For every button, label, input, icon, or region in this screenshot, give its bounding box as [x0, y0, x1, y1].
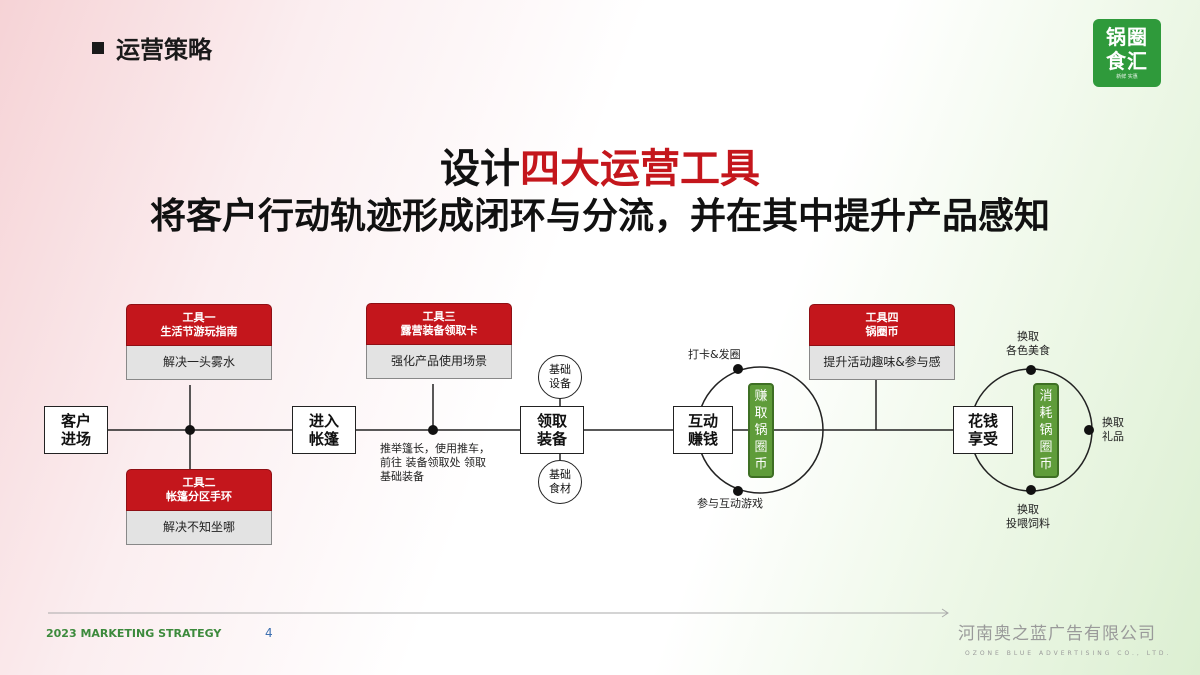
headline-line2: 将客户行动轨迹形成闭环与分流，并在其中提升产品感知	[149, 196, 1050, 237]
earn-coin-badge: 赚 取 锅 圈 币	[748, 383, 774, 478]
spend-gift-label: 换取 礼品	[1102, 416, 1124, 443]
flow-step-earn: 互动 赚钱	[673, 406, 733, 454]
tool-1-title-line1: 工具一	[182, 311, 216, 324]
flow-step-enter-venue: 客户 进场	[44, 406, 108, 454]
logo-line3: 新鲜 实惠	[1116, 74, 1138, 80]
tool-3-title: 工具三 露营装备领取卡	[366, 303, 512, 345]
tool-4-title: 工具四 锅圈币	[809, 304, 955, 346]
spend-food-label: 换取 各色美食	[1006, 330, 1050, 357]
footer-company-name: 河南奥之蓝广告有限公司	[958, 624, 1156, 644]
tool-1-title-line2: 生活节游玩指南	[160, 325, 238, 338]
square-bullet-icon	[92, 41, 104, 54]
tool-4-card: 工具四 锅圈币 提升活动趣味&参与感	[809, 304, 955, 380]
page-number: 4	[265, 626, 273, 640]
footer-tagline: 2023 MARKETING STRATEGY	[46, 627, 222, 640]
earn-checkin-label: 打卡&发圈	[688, 348, 741, 361]
enter-tent-note: 推举篷长，使用推车， 前往 装备领取处 领取 基础装备	[380, 442, 490, 483]
section-title-text: 运营策略	[116, 36, 212, 64]
tool-3-card: 工具三 露营装备领取卡 强化产品使用场景	[366, 303, 512, 379]
tool-2-desc: 解决不知坐哪	[126, 511, 272, 545]
tool-4-title-line2: 锅圈币	[865, 325, 899, 338]
footer-company-english: OZONE BLUE ADVERTISING CO., LTD.	[965, 650, 1172, 657]
flow-step-get-equipment: 领取 装备	[520, 406, 584, 454]
tool-1-title: 工具一 生活节游玩指南	[126, 304, 272, 346]
logo-line1: 锅圈	[1106, 25, 1148, 49]
logo-line2: 食汇	[1106, 49, 1148, 73]
tool-1-card: 工具一 生活节游玩指南 解决一头雾水	[126, 304, 272, 380]
earn-games-label: 参与互动游戏	[697, 497, 763, 510]
tool-4-desc: 提升活动趣味&参与感	[809, 346, 955, 380]
headline-line1: 设计四大运营工具	[0, 136, 1200, 194]
tool-3-desc: 强化产品使用场景	[366, 345, 512, 379]
tool-2-card: 工具二 帐篷分区手环 解决不知坐哪	[126, 469, 272, 545]
spend-feed-label: 换取 投喂饲料	[1006, 503, 1050, 530]
flow-step-spend: 花钱 享受	[953, 406, 1013, 454]
headline-prefix: 设计	[440, 146, 520, 192]
tool-1-desc: 解决一头雾水	[126, 346, 272, 380]
section-title: 运营策略	[92, 30, 212, 65]
tool-2-title-line1: 工具二	[182, 476, 216, 489]
tool-3-title-line2: 露营装备领取卡	[400, 324, 478, 337]
equip-basic-gear-circle: 基础 设备	[538, 355, 582, 399]
tool-4-title-line1: 工具四	[865, 311, 899, 324]
headline-highlight: 四大运营工具	[520, 146, 760, 192]
equip-basic-food-circle: 基础 食材	[538, 460, 582, 504]
tool-2-title-line2: 帐篷分区手环	[166, 490, 232, 503]
flow-step-enter-tent: 进入 帐篷	[292, 406, 356, 454]
spend-coin-badge: 消 耗 锅 圈 币	[1033, 383, 1059, 478]
brand-logo: 锅圈 食汇 新鲜 实惠	[1093, 19, 1161, 87]
tool-3-title-line1: 工具三	[422, 310, 456, 323]
tool-2-title: 工具二 帐篷分区手环	[126, 469, 272, 511]
